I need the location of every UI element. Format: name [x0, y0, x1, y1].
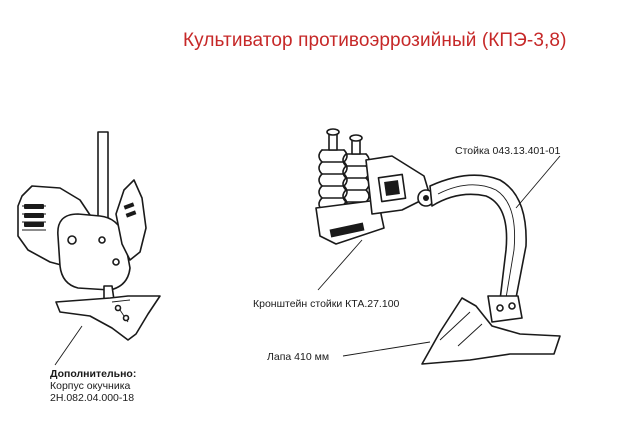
hiller-body-drawing	[17, 131, 161, 366]
cultivator-stand-drawing	[315, 128, 561, 365]
note-heading: Дополнительно:	[50, 368, 137, 380]
note-line-1: Корпус окучника	[50, 380, 131, 392]
callout-kronshtein: Кронштейн стойки КТА.27.100	[253, 298, 400, 310]
callout-stoyka: Стойка 043.13.401-01	[455, 145, 561, 157]
note-line-2: 2Н.082.04.000-18	[50, 392, 135, 404]
diagram-title: Культиватор противоэррозийный (КПЭ-3,8)	[183, 30, 567, 51]
callout-lapa: Лапа 410 мм	[267, 351, 330, 363]
additional-note: Дополнительно: Корпус окучника 2Н.082.04…	[50, 368, 136, 404]
